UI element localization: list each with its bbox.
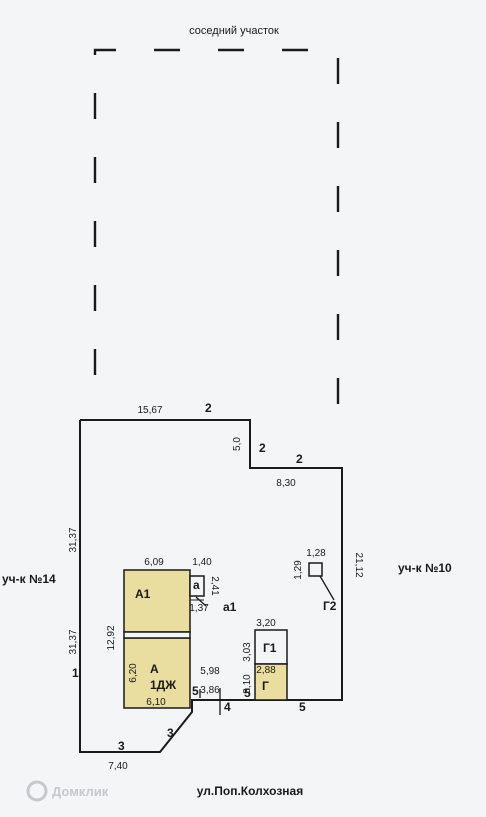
room-a: А bbox=[150, 662, 159, 676]
dim-mid-v: 5,98 bbox=[200, 666, 220, 677]
dim-g1-height: 3,03 bbox=[242, 642, 253, 662]
building-g2 bbox=[308, 562, 323, 577]
dim-step-right: 8,30 bbox=[276, 478, 296, 489]
room-dzh: 1ДЖ bbox=[150, 678, 176, 692]
marker-2b: 2 bbox=[259, 441, 266, 455]
right-plot-label: уч-к №10 bbox=[398, 561, 452, 575]
room-g: Г bbox=[262, 679, 269, 693]
domclick-logo-icon bbox=[26, 780, 48, 802]
marker-3a: 3 bbox=[118, 739, 125, 753]
marker-5a: 5 bbox=[192, 684, 199, 698]
dim-house-a-height: 6,20 bbox=[128, 663, 139, 683]
building-g1 bbox=[254, 629, 288, 665]
dim-left-upper: 31,37 bbox=[68, 527, 79, 552]
room-a1-small: а1 bbox=[223, 600, 237, 614]
dim-bottom-left: 7,40 bbox=[108, 761, 128, 772]
marker-2a: 2 bbox=[205, 401, 212, 415]
sheds-block bbox=[254, 562, 335, 701]
room-a1: А1 bbox=[135, 587, 151, 601]
marker-4: 4 bbox=[224, 700, 231, 714]
dim-porch-height: 2,41 bbox=[209, 576, 220, 596]
room-g2: Г2 bbox=[323, 599, 337, 613]
dim-a1-porch: 1,37 bbox=[189, 603, 209, 614]
dim-house-bottom: 6,10 bbox=[146, 697, 166, 708]
marker-3b: 3 bbox=[167, 726, 174, 740]
dim-left-lower: 31,37 bbox=[68, 629, 79, 654]
dim-g-width: 2,88 bbox=[256, 665, 276, 676]
watermark-text: Домклик bbox=[52, 784, 109, 799]
bottom-street-label: ул.Поп.Колхозная bbox=[197, 784, 303, 798]
dim-g-height: 3,10 bbox=[242, 674, 253, 694]
house-block bbox=[123, 569, 205, 709]
dim-right-height: 21,12 bbox=[353, 552, 364, 577]
dim-g1-width: 3,20 bbox=[256, 618, 276, 629]
dim-g2-h: 1,29 bbox=[293, 560, 304, 580]
dim-porch-width: 1,40 bbox=[192, 557, 212, 568]
building-connector bbox=[123, 631, 191, 639]
dim-top-width: 15,67 bbox=[137, 405, 162, 416]
inner-ticks bbox=[195, 596, 221, 715]
marker-5c: 5 bbox=[299, 700, 306, 714]
left-plot-label: уч-к №14 bbox=[2, 572, 56, 586]
top-neighbour-label: соседний участок bbox=[189, 25, 279, 37]
building-a1 bbox=[123, 569, 191, 633]
room-a-small: а bbox=[193, 578, 200, 592]
marker-5b: 5 bbox=[244, 686, 251, 700]
neighbour-boundary-dashed bbox=[93, 48, 340, 430]
building-g bbox=[254, 663, 288, 701]
dim-g2-w: 1,28 bbox=[306, 548, 326, 559]
marker-1: 1 bbox=[72, 666, 79, 680]
dim-a1-width: 6,09 bbox=[144, 557, 164, 568]
watermark: Домклик bbox=[26, 780, 109, 802]
dim-mid-v2: 3,86 bbox=[200, 685, 220, 696]
dim-house-height: 12,92 bbox=[106, 625, 117, 650]
building-a bbox=[123, 637, 191, 709]
room-g1: Г1 bbox=[263, 641, 277, 655]
dim-step-v: 5,0 bbox=[232, 437, 243, 451]
marker-2c: 2 bbox=[296, 452, 303, 466]
g2-leader bbox=[319, 575, 335, 601]
